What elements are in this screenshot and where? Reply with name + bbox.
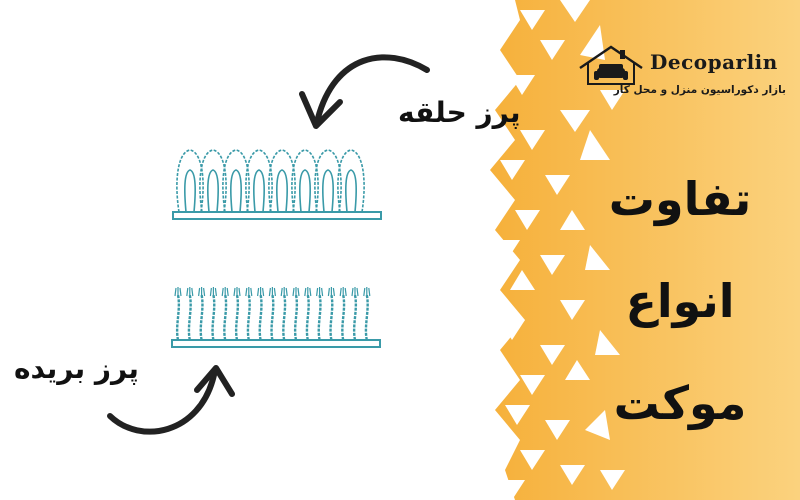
loop-fiber — [245, 149, 273, 213]
cut-fiber — [292, 287, 300, 341]
decor-triangle — [580, 130, 610, 160]
cut-fiber — [339, 287, 347, 341]
decor-triangle — [580, 25, 605, 60]
loop-pile-label: پرز حلقه — [398, 96, 521, 129]
decor-triangle — [565, 360, 590, 380]
decor-triangle — [560, 300, 585, 320]
title-line-3: موکت — [613, 376, 747, 430]
cut-pile-backing — [171, 339, 381, 348]
loop-fiber — [199, 149, 227, 213]
cut-fiber — [316, 287, 324, 341]
decor-triangle — [520, 130, 545, 150]
decor-triangle — [520, 375, 545, 395]
decor-triangle — [540, 345, 565, 365]
cut-fiber — [268, 287, 276, 341]
decor-triangle — [540, 40, 565, 60]
decor-triangle — [520, 450, 545, 470]
cut-fiber — [221, 287, 229, 341]
decor-triangle — [540, 255, 565, 275]
title-line-2: انواع — [625, 274, 735, 328]
decor-triangle — [600, 90, 625, 110]
loop-fiber — [268, 149, 296, 213]
house-sofa-logo-icon — [579, 45, 643, 85]
decor-triangle — [520, 10, 545, 30]
cut-fiber — [233, 287, 241, 341]
loop-fiber — [314, 149, 342, 213]
cut-fiber — [198, 287, 206, 341]
title-line-1: تفاوت — [608, 172, 752, 226]
cut-pile-label: پرز بریده — [14, 352, 139, 385]
decor-triangle — [500, 320, 525, 340]
loop-fiber — [337, 149, 365, 213]
decor-triangle — [545, 420, 570, 440]
decor-triangle — [600, 470, 625, 490]
decor-triangle — [500, 160, 525, 180]
cut-fiber — [245, 287, 253, 341]
cut-fiber — [186, 287, 194, 341]
curved-arrow-icon — [299, 54, 430, 129]
brand-logo: Decoparlin بازار دکوراسیون منزل و محل کا… — [576, 44, 790, 106]
cut-fiber — [351, 287, 359, 341]
decor-triangle — [510, 75, 535, 95]
loop-fiber — [222, 149, 250, 213]
cut-fiber — [209, 287, 217, 341]
curved-arrow-icon — [107, 365, 235, 435]
cut-pile-fibers — [174, 287, 371, 341]
decor-triangle — [515, 210, 540, 230]
decor-triangle — [500, 480, 525, 500]
decor-triangle — [560, 210, 585, 230]
decor-triangle — [585, 245, 610, 270]
cut-fiber — [257, 287, 265, 341]
loop-fiber — [176, 149, 204, 213]
brand-name: Decoparlin — [650, 50, 778, 74]
decor-triangle — [585, 410, 610, 440]
loop-pile-backing — [172, 211, 382, 220]
loop-pile-fibers — [176, 149, 365, 213]
white-triangle-pattern — [495, 0, 625, 500]
decor-triangle — [510, 270, 535, 290]
cut-fiber — [174, 287, 182, 341]
decor-triangle — [495, 240, 520, 260]
loop-fiber — [291, 149, 319, 213]
cut-fiber — [327, 287, 335, 341]
cut-fiber — [304, 287, 312, 341]
decor-triangle — [595, 330, 620, 355]
decor-triangle — [545, 175, 570, 195]
decor-triangle — [560, 110, 590, 132]
cut-fiber — [363, 287, 371, 341]
decor-triangle — [505, 405, 530, 425]
decor-triangle — [560, 0, 590, 22]
decor-triangle — [560, 465, 585, 485]
cut-fiber — [280, 287, 288, 341]
brand-tagline: بازار دکوراسیون منزل و محل کار — [613, 84, 786, 96]
